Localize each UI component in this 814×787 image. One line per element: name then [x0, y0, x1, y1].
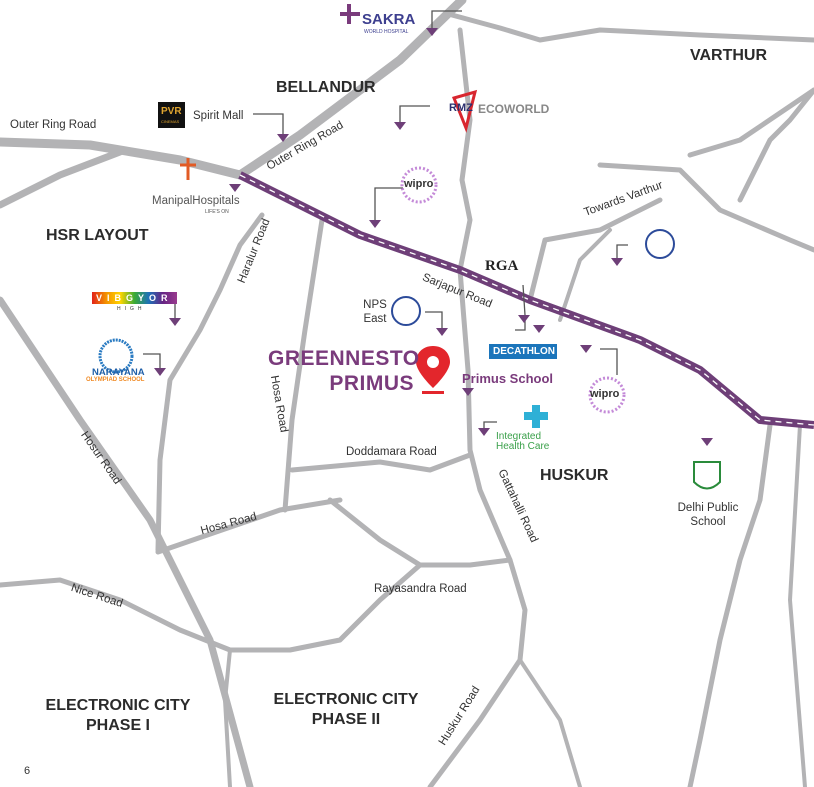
area-line: ELECTRONIC CITY	[45, 697, 191, 714]
marker-narayana	[154, 368, 166, 376]
marker-sakra	[426, 28, 438, 36]
project-name-line1: GREENNESTO	[268, 347, 420, 370]
area-electronic-city-phase-2: ELECTRONIC CITY PHASE II	[272, 690, 420, 730]
narayana-logo: NARAYANA	[92, 367, 145, 378]
marker-rmz	[394, 122, 406, 130]
marker-vibgyor	[169, 318, 181, 326]
poi-spirit-mall: Spirit Mall	[193, 110, 244, 122]
hosa-road-line	[155, 497, 343, 555]
area-varthur: VARTHUR	[690, 47, 768, 64]
road-line	[457, 27, 473, 273]
poi-primus-school: Primus School	[462, 371, 554, 386]
road-line	[687, 87, 814, 158]
area-line: PHASE II	[311, 711, 381, 728]
dps-line: School	[690, 516, 726, 528]
road-line	[597, 162, 814, 253]
marker-spirit-mall	[277, 134, 289, 142]
road-line	[0, 148, 124, 209]
dps-line: Delhi Public	[677, 502, 739, 514]
road-line	[527, 197, 663, 303]
road-line	[788, 423, 807, 787]
poi-manipal: ManipalHospitals	[152, 195, 240, 207]
marker-nps	[436, 328, 448, 336]
poi-nps-east: NPS East	[360, 298, 390, 326]
hosur-road-line	[0, 296, 254, 787]
marker-integrated	[478, 428, 490, 436]
road-line	[737, 87, 814, 203]
area-line: ELECTRONIC CITY	[273, 691, 419, 708]
road-line	[223, 648, 232, 787]
wipro-logo-2: wipro	[590, 388, 620, 400]
project-name-line2: PRIMUS	[329, 372, 414, 395]
marker-manipal	[229, 184, 241, 192]
location-markers	[154, 28, 713, 446]
pvr-logo: PVR	[161, 106, 182, 117]
nps-line: NPS	[363, 299, 387, 311]
logo-line: Health Care	[496, 441, 550, 452]
marker-primus-school	[462, 388, 474, 396]
area-bellandur: BELLANDUR	[276, 79, 376, 96]
nps-line: East	[363, 313, 387, 325]
rga-logo: RGA	[485, 258, 519, 274]
manipal-sub: LIFE'S ON	[205, 209, 229, 215]
vibgyor-sub: HIGH	[117, 306, 146, 312]
hosa-road-vertical-line	[282, 217, 325, 513]
road-label-outer-ring-left: Outer Ring Road	[10, 119, 97, 131]
area-hsr-layout: HSR LAYOUT	[46, 227, 149, 244]
road-label-rayasandra: Rayasandra Road	[374, 583, 467, 595]
road-line	[449, 12, 814, 43]
sakra-sub: WORLD HOSPITAL	[364, 29, 409, 35]
area-huskur: HUSKUR	[540, 467, 609, 484]
page-number: 6	[24, 765, 31, 777]
logo-badges	[98, 4, 721, 490]
vibgyor-logo: VIBGYOR	[92, 292, 177, 304]
haralur-road-line	[155, 212, 265, 553]
doddamara-road-line	[289, 452, 473, 473]
marker-decathlon	[533, 325, 545, 333]
pvr-sub: CINEMAS	[161, 119, 180, 124]
area-line: PHASE I	[85, 717, 150, 734]
road-line	[687, 422, 773, 787]
road-line	[558, 228, 612, 322]
decathlon-logo: DECATHLON	[493, 346, 556, 357]
road-label-doddamara: Doddamara Road	[346, 446, 437, 458]
sakra-logo: SAKRA	[362, 11, 416, 28]
marker-wipro2	[580, 345, 592, 353]
marker-rga	[518, 315, 530, 323]
area-electronic-city-phase-1: ELECTRONIC CITY PHASE I	[44, 696, 192, 736]
marker-wipro1	[369, 220, 381, 228]
rayasandra-road-line	[327, 497, 513, 568]
wipro-logo-1: wipro	[404, 178, 434, 190]
logo-line: Integrated	[496, 431, 542, 442]
road-line	[518, 658, 582, 787]
ecoworld-logo: ECOWORLD	[478, 102, 550, 116]
marker-school-east	[611, 258, 623, 266]
rmz-logo: RMZ	[449, 102, 473, 114]
narayana-sub: OLYMPIAD SCHOOL	[86, 377, 145, 383]
marker-dps	[701, 438, 713, 446]
location-pin-icon	[416, 346, 450, 394]
